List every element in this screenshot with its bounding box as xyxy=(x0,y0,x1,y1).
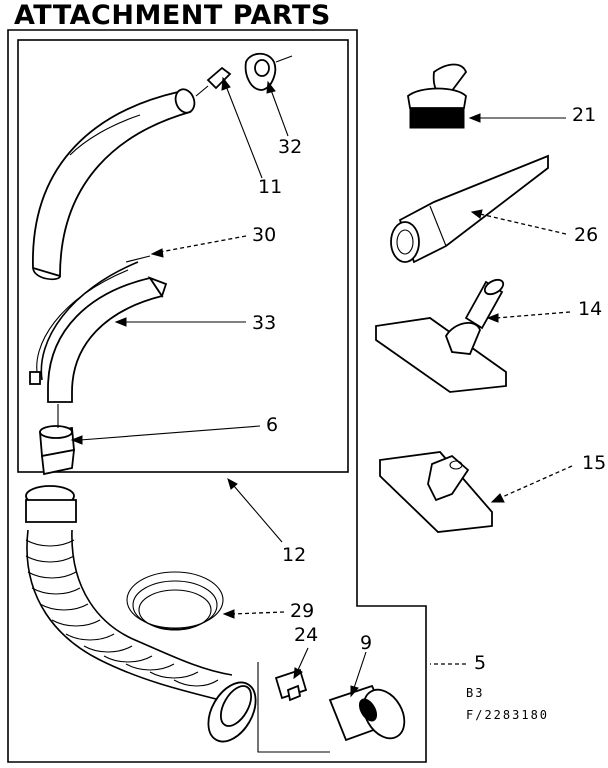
part-number-12: 12 xyxy=(282,544,307,566)
part-number-29: 29 xyxy=(290,600,315,622)
code-line-2: F/2283180 xyxy=(466,708,550,722)
crevice-tool xyxy=(390,154,549,264)
part-number-9: 9 xyxy=(360,632,373,654)
hose-end-parts xyxy=(257,662,406,753)
part-number-14: 14 xyxy=(578,298,603,320)
part-number-33: 33 xyxy=(252,312,277,334)
part-number-15: 15 xyxy=(582,452,607,474)
part-number-24: 24 xyxy=(294,624,319,646)
lower-wand xyxy=(29,255,168,403)
part-number-11: 11 xyxy=(258,176,283,198)
page-title: ATTACHMENT PARTS xyxy=(14,0,331,31)
leader-arrows xyxy=(70,76,573,698)
inner-assembly-outline xyxy=(17,39,349,473)
part-number-21: 21 xyxy=(572,104,597,126)
part-number-5: 5 xyxy=(474,652,487,674)
part-number-26: 26 xyxy=(574,224,599,246)
part-number-32: 32 xyxy=(278,136,303,158)
part-number-30: 30 xyxy=(252,224,277,246)
floor-brush xyxy=(375,278,507,393)
hose xyxy=(25,485,257,743)
code-line-1: B3 xyxy=(466,686,485,700)
part-number-6: 6 xyxy=(266,414,279,436)
outer-assembly-outline xyxy=(7,29,427,763)
curved-wand xyxy=(32,88,196,281)
upholstery-tool xyxy=(379,451,493,533)
dusting-brush xyxy=(407,63,468,129)
coupling xyxy=(39,404,76,476)
clip-and-ring xyxy=(195,52,293,97)
